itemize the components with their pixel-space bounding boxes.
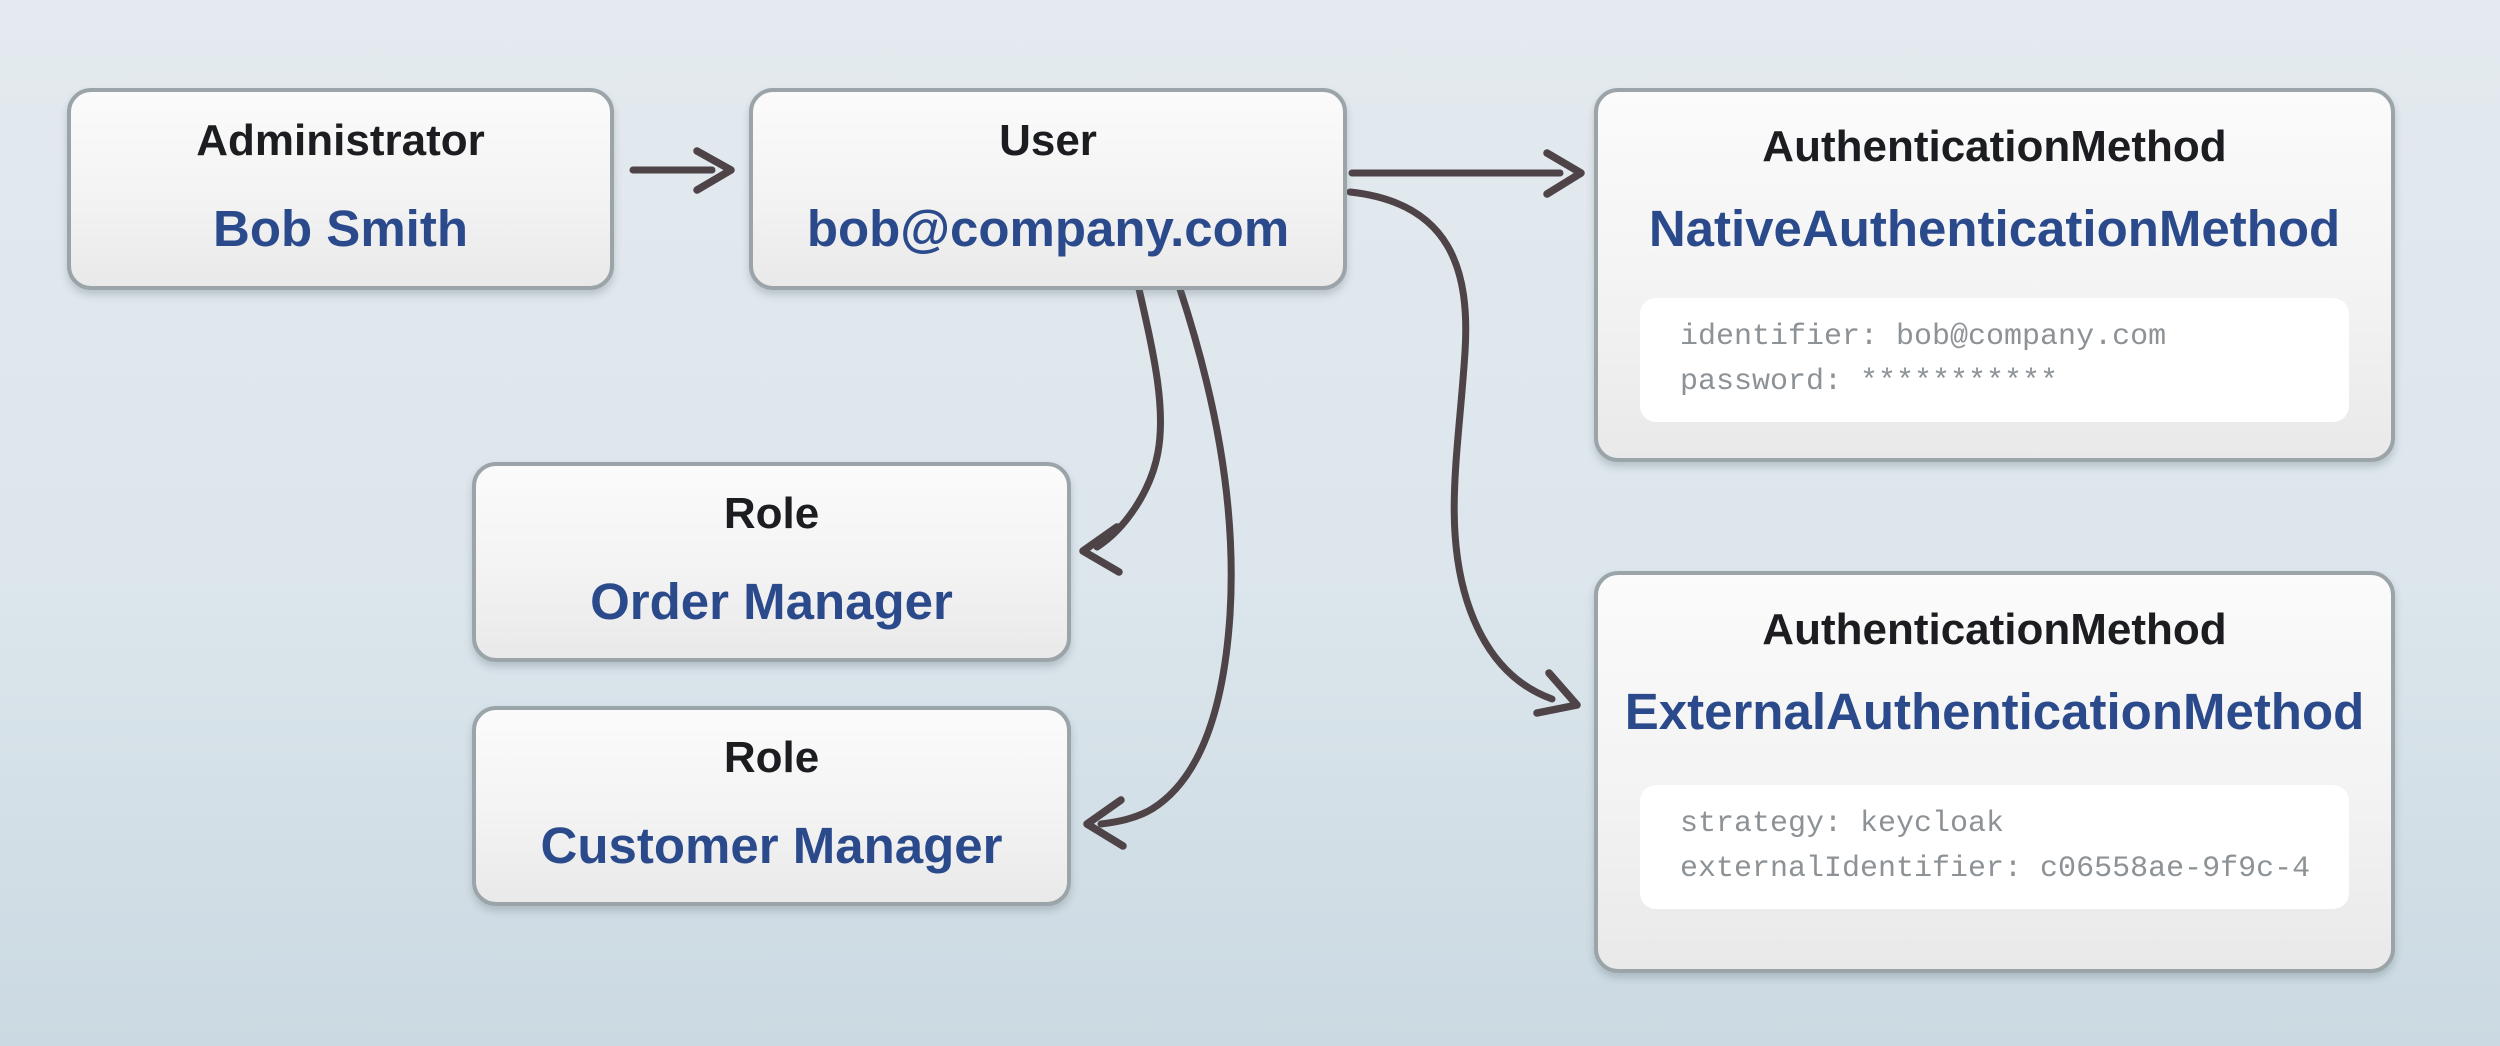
node-role-order-manager: Role Order Manager: [472, 462, 1071, 662]
edge-user-to-role-order-arrowhead: [1079, 523, 1123, 576]
node-auth-external: AuthenticationMethod ExternalAuthenticat…: [1594, 571, 2395, 973]
auth-external-strategy-line: strategy: keycloak: [1680, 807, 2005, 841]
auth-native-properties-panel: identifier: bob@company.com password: **…: [1640, 298, 2349, 422]
auth-native-type-label: AuthenticationMethod: [1762, 122, 2227, 171]
edge-user-to-role-customer-arrowhead: [1083, 796, 1127, 850]
auth-external-identifier-line: externalIdentifier: c06558ae-9f9c-4...: [1680, 852, 2309, 886]
user-type-label: User: [999, 116, 1097, 165]
auth-native-password-line: password: ***********: [1680, 365, 2059, 399]
auth-external-type-label: AuthenticationMethod: [1762, 605, 2227, 654]
node-auth-native: AuthenticationMethod NativeAuthenticatio…: [1594, 88, 2395, 462]
node-administrator: Administrator Bob Smith: [67, 88, 614, 290]
edge-administrator-to-user-arrowhead: [693, 147, 735, 194]
role-customer-type-label: Role: [723, 733, 820, 782]
auth-native-value: NativeAuthenticationMethod: [1648, 200, 2341, 257]
edge-user-to-external-auth-arrowhead: [1533, 669, 1581, 717]
node-user: User bob@company.com: [749, 88, 1347, 290]
administrator-value: Bob Smith: [213, 200, 468, 257]
role-customer-value: Customer Manager: [540, 817, 1003, 874]
role-order-value: Order Manager: [590, 573, 953, 630]
node-role-customer-manager: Role Customer Manager: [472, 706, 1071, 906]
administrator-type-label: Administrator: [196, 116, 485, 165]
edge-user-to-role-order: [1093, 285, 1165, 551]
edge-user-to-role-customer: [1097, 285, 1235, 828]
user-value: bob@company.com: [806, 200, 1290, 257]
role-order-type-label: Role: [723, 489, 820, 538]
auth-external-properties-panel: strategy: keycloak externalIdentifier: c…: [1640, 785, 2349, 909]
edge-user-to-external-auth: [1346, 188, 1556, 703]
auth-external-value: ExternalAuthenticationMethod: [1624, 683, 2365, 740]
auth-native-identifier-line: identifier: bob@company.com: [1680, 320, 2167, 354]
edge-user-to-native-auth-arrowhead: [1543, 149, 1585, 198]
